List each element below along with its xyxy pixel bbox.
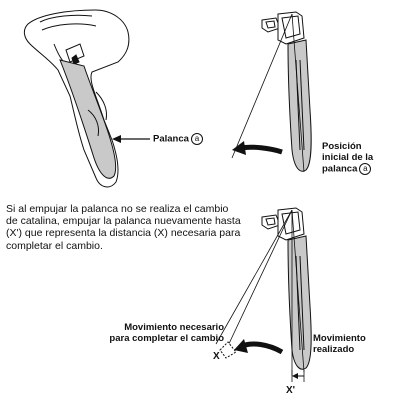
movimiento-realizado-label: Movimiento realizado xyxy=(313,333,366,355)
movimiento-necesario-label: Movimiento necesario para completar el c… xyxy=(109,322,224,344)
x-prime-marker xyxy=(291,370,305,382)
initial-position-arrow xyxy=(232,141,283,155)
lever-front-view-top xyxy=(231,11,312,173)
instruction-text: Si al empujar la palanca no se realiza e… xyxy=(6,203,241,252)
x-label: X xyxy=(213,351,220,362)
lever-side-view xyxy=(23,9,130,188)
x-prime-label: X' xyxy=(286,385,296,396)
lever-front-view-bottom xyxy=(215,207,312,376)
movement-arrow xyxy=(234,339,284,355)
palanca-pointer-arrow xyxy=(112,135,150,143)
